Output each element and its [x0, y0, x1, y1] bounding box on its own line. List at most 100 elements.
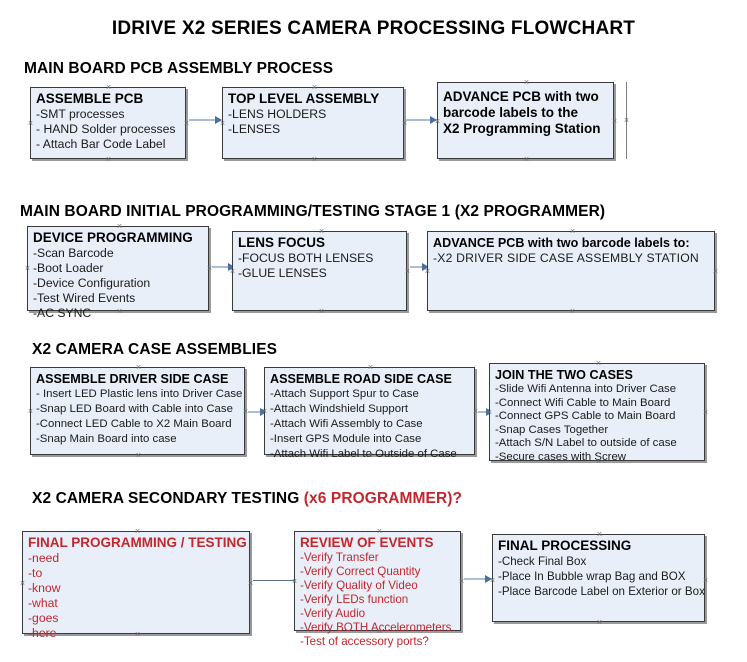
- flow-box-line: -to: [28, 566, 43, 580]
- connector-handle-bottom[interactable]: [318, 308, 325, 315]
- flow-box-line: -Verify LEDs function: [300, 593, 409, 606]
- connector-handle-bottom[interactable]: [595, 458, 602, 465]
- flow-box-line: -Attach Support Spur to Case: [270, 388, 419, 400]
- flow-box-line: -Attach Wifi Assembly to Case: [270, 418, 423, 430]
- flow-box-lens-focus[interactable]: LENS FOCUS -FOCUS BOTH LENSES -GLUE LENS…: [232, 231, 407, 311]
- connector-handle-right[interactable]: [702, 577, 709, 584]
- connector-handle-right[interactable]: [247, 580, 254, 587]
- flow-box-assemble-driver-side-case[interactable]: ASSEMBLE DRIVER SIDE CASE - Insert LED P…: [30, 367, 245, 455]
- connector-handle-bottom[interactable]: [569, 308, 576, 315]
- connector-handle-bottom[interactable]: [116, 308, 123, 315]
- connector-review-to-final-processing: [464, 575, 492, 583]
- connector-handle-top[interactable]: [135, 364, 142, 371]
- flow-box-join-the-two-cases[interactable]: JOIN THE TWO CASES -Slide Wifi Antenna i…: [486, 360, 705, 463]
- connector-handle-left[interactable]: [24, 265, 31, 272]
- connector-handle-right[interactable]: [712, 268, 719, 275]
- connector-handle-bottom[interactable]: [135, 452, 142, 459]
- connector-handle-top[interactable]: [105, 84, 112, 91]
- flow-box-advance-pcb-driver-side-case[interactable]: ADVANCE PCB with two barcode labels to: …: [427, 231, 715, 311]
- flow-box-title: ASSEMBLE DRIVER SIDE CASE: [36, 372, 229, 386]
- flow-box-title: ASSEMBLE ROAD SIDE CASE: [270, 372, 452, 386]
- flow-box-title: DEVICE PROGRAMMING: [33, 230, 193, 245]
- flow-box-line: -what: [28, 596, 58, 610]
- connector-handle-bottom[interactable]: [311, 156, 318, 163]
- connector-handle-left[interactable]: [486, 409, 493, 416]
- connector-handle-top[interactable]: [523, 79, 530, 86]
- flow-box-line: -X2 DRIVER SIDE CASE ASSEMBLY STATION: [433, 251, 699, 265]
- connector-handle-right[interactable]: [401, 120, 408, 127]
- flow-box-final-processing[interactable]: FINAL PROCESSING -Check Final Box -Place…: [492, 534, 705, 622]
- flow-box-line: -Snap LED Board with Cable into Case: [36, 403, 233, 415]
- connector-handle-right[interactable]: [702, 409, 709, 416]
- flow-box-line: -Connect Wifi Cable to Main Board: [495, 396, 671, 409]
- connector-handle-left[interactable]: [434, 118, 441, 125]
- connector-handle-top[interactable]: [367, 364, 374, 371]
- flow-box-top-level-assembly[interactable]: TOP LEVEL ASSEMBLY -LENS HOLDERS -LENSES: [222, 87, 404, 159]
- flow-box-line: -Insert GPS Module into Case: [270, 433, 422, 445]
- flow-box-assemble-road-side-case[interactable]: ASSEMBLE ROAD SIDE CASE -Attach Support …: [261, 364, 475, 460]
- flow-box-line: -need: [28, 551, 60, 565]
- connector-handle-top[interactable]: [595, 360, 602, 367]
- connector-handle-bottom[interactable]: [376, 628, 383, 635]
- connector-handle-right[interactable]: [404, 268, 411, 275]
- flow-box-line: -Slide Wifi Antenna into Driver Case: [495, 383, 677, 395]
- flow-box-assemble-pcb[interactable]: ASSEMBLE PCB -SMT processes - HAND Solde…: [30, 87, 186, 159]
- connector-handle-right[interactable]: [611, 118, 618, 125]
- connector-handle-bottom[interactable]: [523, 156, 530, 163]
- connector-handle-top[interactable]: [311, 84, 318, 91]
- flow-box-line: -Verify Quality of Video: [300, 579, 418, 592]
- connector-handle-left[interactable]: [27, 120, 34, 127]
- section-heading-accent: (x6 PROGRAMMER)?: [303, 490, 463, 507]
- connector-handle-top[interactable]: [116, 223, 123, 230]
- connector-assemble-pcb-to-top-level: [189, 116, 222, 124]
- section-heading-main-board-pcb-assembly: MAIN BOARD PCB ASSEMBLY PROCESS: [24, 60, 333, 78]
- flow-box-title: ADVANCE PCB with two barcode labels to:: [433, 236, 690, 250]
- section-heading-text: MAIN BOARD INITIAL PROGRAMMING/TESTING S…: [20, 203, 606, 220]
- connector-handle-left[interactable]: [19, 580, 26, 587]
- connector-handle-bottom[interactable]: [596, 619, 603, 626]
- connector-handle-bottom[interactable]: [105, 156, 112, 163]
- flow-box-title-line: ADVANCE PCB with two: [443, 89, 599, 104]
- flow-box-device-programming[interactable]: DEVICE PROGRAMMING -Scan Barcode -Boot L…: [24, 223, 209, 320]
- flow-box-review-of-events[interactable]: REVIEW OF EVENTS -Verify Transfer -Verif…: [291, 528, 461, 648]
- connector-handle-top[interactable]: [376, 528, 383, 535]
- flow-box-advance-pcb-programming-station[interactable]: ADVANCE PCB with two barcode labels to t…: [437, 82, 614, 159]
- flow-box-title: LENS FOCUS: [238, 235, 326, 250]
- connector-handle-top[interactable]: [569, 228, 576, 235]
- flow-box-final-programming-testing[interactable]: FINAL PROGRAMMING / TESTING -need -to -k…: [19, 528, 250, 640]
- flow-box-title: FINAL PROCESSING: [498, 538, 632, 553]
- connector-handle-top[interactable]: [318, 228, 325, 235]
- section-heading-x2-camera-secondary-testing: X2 CAMERA SECONDARY TESTING (x6 PROGRAMM…: [32, 490, 462, 508]
- flow-box-line: -Check Final Box: [498, 555, 587, 568]
- section-heading-main-board-initial-programming: MAIN BOARD INITIAL PROGRAMMING/TESTING S…: [20, 203, 605, 221]
- connector-handle-left[interactable]: [424, 268, 431, 275]
- connector-handle-left[interactable]: [489, 577, 496, 584]
- flow-box-line: - HAND Solder processes: [36, 122, 176, 136]
- connector-handle-top[interactable]: [596, 531, 603, 538]
- flow-box-line: -Verify Correct Quantity: [300, 565, 421, 578]
- page-title: IDRIVE X2 SERIES CAMERA PROCESSING FLOWC…: [111, 18, 636, 39]
- flow-box-line: -Attach Wifi Label to Outside of Case: [270, 448, 457, 460]
- flow-box-line: -know: [28, 581, 61, 595]
- flow-box-line: -Attach S/N Label to outside of case: [495, 437, 677, 450]
- flow-box-title: REVIEW OF EVENTS: [300, 535, 434, 550]
- connector-handle-left[interactable]: [27, 408, 34, 415]
- connector-handle-trailing[interactable]: [623, 117, 630, 124]
- flow-box-line: -here: [28, 626, 57, 640]
- connector-handle-top[interactable]: [134, 528, 141, 535]
- connector-handle-right[interactable]: [183, 120, 190, 127]
- flow-box-line: -Scan Barcode: [33, 246, 114, 260]
- flow-box-line: -Boot Loader: [33, 261, 104, 275]
- flow-box-line: -Verify Transfer: [300, 551, 379, 564]
- flow-box-title: FINAL PROGRAMMING / TESTING: [28, 535, 247, 550]
- flow-box-line: -GLUE LENSES: [238, 266, 327, 280]
- flow-box-line: -Snap Cases Together: [495, 423, 609, 436]
- connector-handle-left[interactable]: [229, 268, 236, 275]
- connector-handle-bottom[interactable]: [367, 452, 374, 459]
- connector-handle-bottom[interactable]: [134, 631, 141, 638]
- connector-handle-left[interactable]: [261, 408, 268, 415]
- connector-handle-left[interactable]: [219, 120, 226, 127]
- connector-handle-left[interactable]: [291, 578, 298, 585]
- flow-box-line: -Verify Audio: [300, 607, 366, 620]
